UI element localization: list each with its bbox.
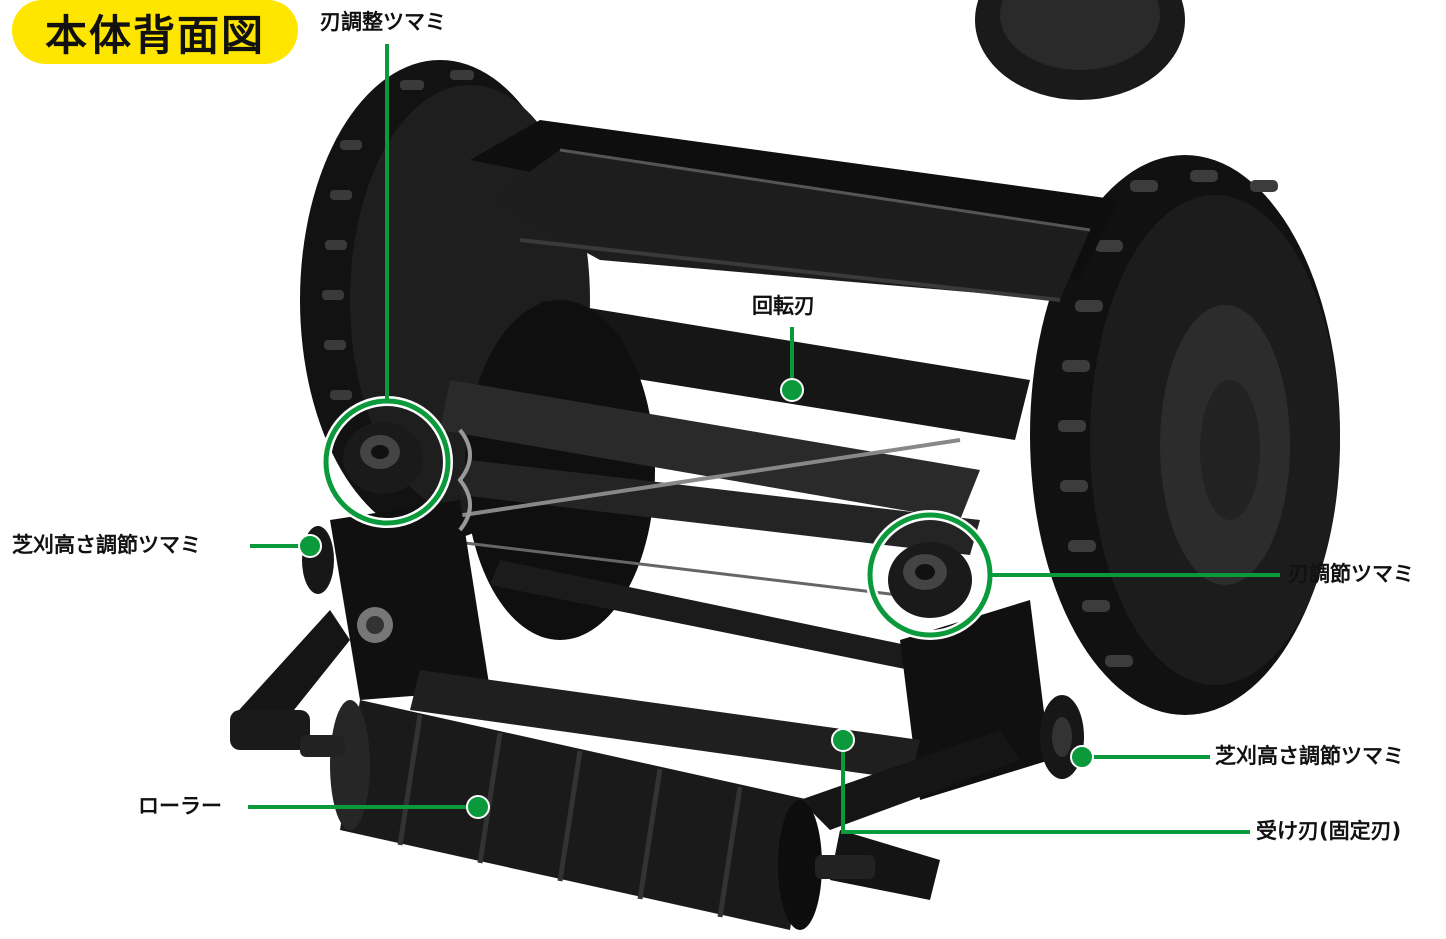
extra-wheel (975, 0, 1185, 100)
blade-knob-right (888, 542, 972, 618)
label-mow-height-knob-left: 芝刈高さ調節ツマミ (12, 533, 201, 557)
label-fixed-blade: 受け刃(固定刃) (1256, 819, 1402, 843)
blade-knob-left (343, 422, 472, 532)
leader-fixed-blade (841, 740, 1250, 834)
dot-height-left (298, 534, 322, 558)
leader-lines (248, 44, 1280, 834)
label-blade-adjust-knob-right: 刃調節ツマミ (1288, 562, 1414, 586)
dot-rotary-blade (780, 378, 804, 402)
label-mow-height-knob-right: 芝刈高さ調節ツマミ (1215, 744, 1404, 768)
roller-body (300, 700, 875, 930)
dot-height-right (1070, 745, 1094, 769)
dot-roller (466, 795, 490, 819)
leader-dots (298, 378, 1094, 819)
label-blade-adjust-knob-top: 刃調整ツマミ (320, 10, 446, 34)
label-roller: ローラー (138, 794, 222, 818)
page-title: 本体背面図 (44, 10, 265, 60)
label-rotary-blade: 回転刃 (752, 294, 815, 318)
dot-fixed-blade (831, 728, 855, 752)
top-cover (470, 120, 1120, 440)
title-badge: 本体背面図 (12, 0, 298, 64)
lower-frame (230, 610, 1020, 900)
blade-reel (429, 300, 980, 670)
